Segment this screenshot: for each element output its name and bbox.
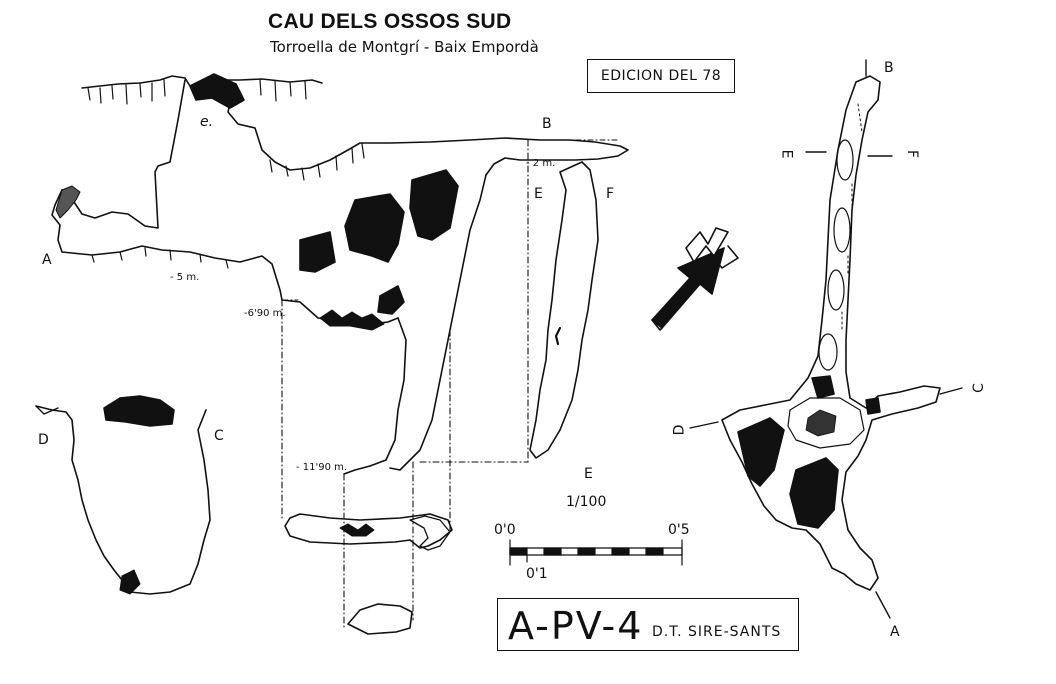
plan-outline (721, 75, 941, 591)
survey-code: A-PV-4 (508, 604, 644, 648)
lowest-chamber-section (347, 603, 413, 635)
rock-block (189, 73, 245, 109)
section-label-a: A (42, 252, 52, 268)
depth-label-1190m: - 11'90 m. (296, 462, 348, 473)
cross-section-ef (529, 161, 599, 459)
north-arrow-icon (651, 227, 739, 331)
edition-box: EDICION DEL 78 (587, 59, 735, 93)
section-label-c: C (214, 428, 224, 444)
survey-location: Torroella de Montgrí - Baix Empordà (270, 38, 539, 56)
survey-title: CAU DELS OSSOS SUD (268, 10, 512, 33)
scale-ratio: 1/100 (566, 494, 607, 510)
longitudinal-section (51, 73, 629, 635)
plan-label-a: A (890, 624, 900, 640)
rock-block (344, 193, 405, 263)
section-label-f: F (606, 186, 615, 202)
cave-floor-upper (51, 189, 399, 325)
upper-gallery-roof (227, 94, 629, 176)
entrance-shaft-wall (61, 79, 186, 229)
plan-label-c: C (970, 383, 987, 393)
plan-label-e: E (778, 149, 795, 159)
cross-section-cd (35, 395, 211, 595)
scale-tick-0: 0'0 (494, 522, 516, 538)
depth-label-5m: - 5 m. (170, 272, 200, 283)
survey-author: D.T. SIRE-SANTS (652, 624, 782, 640)
section-label-e: E (534, 186, 543, 202)
plan-view (689, 59, 963, 619)
plan-label-f: F (904, 149, 921, 159)
section-label-d: D (38, 432, 49, 448)
plan-label-d: D (671, 424, 688, 436)
scale-tick-05: 0'5 (668, 522, 690, 538)
main-shaft-right-wall (389, 174, 487, 471)
section-label-b: B (542, 116, 552, 132)
rock-block (299, 231, 336, 273)
rock-block (377, 285, 405, 315)
plan-label-b: B (884, 60, 894, 76)
depth-label-690m: -6'90 m. (244, 308, 286, 319)
depth-label-2m: - 2 m. (526, 158, 556, 169)
main-shaft-left-wall (343, 317, 407, 475)
scale-tick-01: 0'1 (526, 566, 548, 582)
edition-label: EDICION DEL 78 (600, 68, 722, 84)
scale-bar (509, 539, 683, 566)
survey-code-box (497, 598, 799, 651)
bottom-chamber-section (284, 513, 453, 549)
scale-letter: E (584, 466, 593, 482)
rock-block (409, 169, 459, 241)
section-label-e-small: e. (200, 114, 214, 130)
